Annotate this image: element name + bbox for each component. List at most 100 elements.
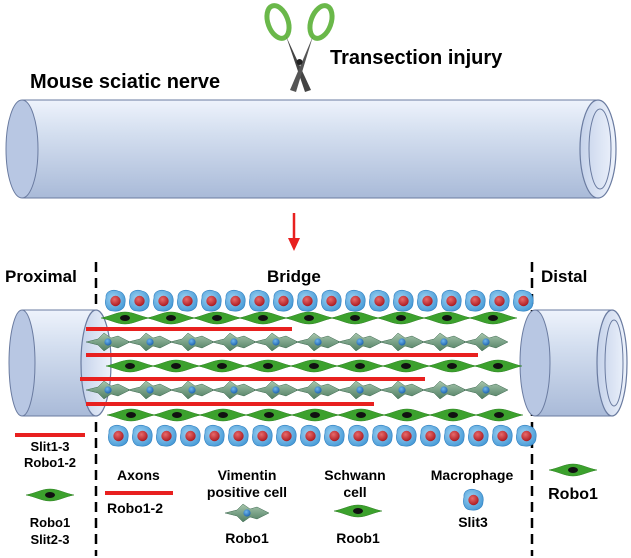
axon-line (86, 402, 374, 406)
schwann-cell (152, 408, 202, 422)
macrophage-cell (251, 424, 273, 447)
injury-label: Transection injury (330, 47, 503, 69)
schwann-cell (106, 408, 156, 422)
vimentin-cell (169, 332, 215, 352)
macrophage-cell (323, 424, 345, 447)
region-distal: Distal (541, 267, 587, 286)
legend-macrophage-icon (462, 488, 484, 511)
schwann-cell (284, 311, 334, 325)
legend-vimentin-marker: Robo1 (225, 530, 269, 546)
schwann-cell (381, 359, 431, 373)
vimentin-cell (127, 332, 173, 352)
legend-macrophage-title: Macrophage (431, 467, 514, 483)
legend-vimentin-icon (224, 503, 270, 523)
schwann-cell (290, 408, 340, 422)
schwann-cell (198, 408, 248, 422)
axons (80, 327, 478, 406)
axon-line (86, 353, 478, 357)
vimentin-cell (295, 380, 341, 400)
macrophage-cell (443, 424, 465, 447)
vimentin-cell (337, 380, 383, 400)
vimentin-cell (421, 380, 467, 400)
macrophage-cell (371, 424, 393, 447)
distal-schwann-icon (548, 463, 598, 477)
proximal-red-label-2: Robo1-2 (24, 455, 76, 470)
macrophage-cell (395, 424, 417, 447)
macrophage-cell (203, 424, 225, 447)
vimentin-cell (253, 332, 299, 352)
schwann-cell (151, 359, 201, 373)
macrophage-cell (128, 289, 150, 312)
macrophage-cell (179, 424, 201, 447)
macrophage-cell (275, 424, 297, 447)
macrophage-cell (200, 289, 222, 312)
macrophage-cell (227, 424, 249, 447)
macrophage-cell (320, 289, 342, 312)
schwann-cell (335, 359, 385, 373)
schwann-cell (422, 311, 472, 325)
legend-schwann-marker: Roob1 (336, 530, 380, 546)
macrophage-cell (467, 424, 489, 447)
schwann-cell (238, 311, 288, 325)
injury-arrow (288, 213, 300, 251)
schwann-cell (382, 408, 432, 422)
vimentin-cell (295, 332, 341, 352)
legend-schwann-title-2: cell (343, 484, 366, 500)
schwann-cell (330, 311, 380, 325)
vimentin-cell (337, 332, 383, 352)
axon-line (86, 327, 292, 331)
schwann-cell (100, 311, 150, 325)
region-proximal: Proximal (5, 267, 77, 286)
proximal-axon-marker (15, 433, 85, 437)
macrophage-cell (152, 289, 174, 312)
macrophage-cell (488, 289, 510, 312)
macrophage-cell (416, 289, 438, 312)
axon-line (80, 377, 425, 381)
legend-vimentin-title-2: positive cell (207, 484, 287, 500)
proximal-red-label-1: Slit1-3 (30, 439, 69, 454)
macrophage-cell (104, 289, 126, 312)
proximal-green-label-2: Slit2-3 (30, 532, 69, 547)
schwann-cell (427, 359, 477, 373)
vimentin-cell (463, 380, 509, 400)
intact-nerve-tube (5, 99, 617, 199)
vimentin-cell (421, 332, 467, 352)
macrophage-cell (224, 289, 246, 312)
schwann-cell (146, 311, 196, 325)
proximal-schwann-icon (25, 488, 75, 502)
macrophage-cell (347, 424, 369, 447)
schwann-cell (197, 359, 247, 373)
schwann-cell (376, 311, 426, 325)
vimentin-cell (463, 332, 509, 352)
schwann-cell (105, 359, 155, 373)
vimentin-cell (169, 380, 215, 400)
legend-macrophage-marker: Slit3 (458, 514, 488, 530)
schwann-cell (473, 359, 523, 373)
schwann-cell (244, 408, 294, 422)
macrophage-cell (131, 424, 153, 447)
schwann-cell (474, 408, 524, 422)
proximal-green-label-1: Robo1 (30, 515, 70, 530)
bridge-cells (85, 289, 537, 447)
distal-stump (519, 309, 628, 417)
macrophage-cell (155, 424, 177, 447)
schwann-cell (336, 408, 386, 422)
vimentin-cell (253, 380, 299, 400)
legend-vimentin-title-1: Vimentin (218, 467, 277, 483)
proximal-stump (8, 309, 112, 417)
macrophage-cell (491, 424, 513, 447)
macrophage-cell (515, 424, 537, 447)
vimentin-cell (127, 380, 173, 400)
legend-axons-title: Axons (117, 467, 160, 483)
macrophage-cell (176, 289, 198, 312)
scissors-icon (264, 3, 335, 92)
macrophage-cell (299, 424, 321, 447)
legend-axons-marker: Robo1-2 (107, 500, 163, 516)
macrophage-cell (464, 289, 486, 312)
macrophage-cell (440, 289, 462, 312)
region-bridge: Bridge (267, 267, 321, 286)
macrophage-cell (107, 424, 129, 447)
schwann-cell (428, 408, 478, 422)
schwann-cell (289, 359, 339, 373)
